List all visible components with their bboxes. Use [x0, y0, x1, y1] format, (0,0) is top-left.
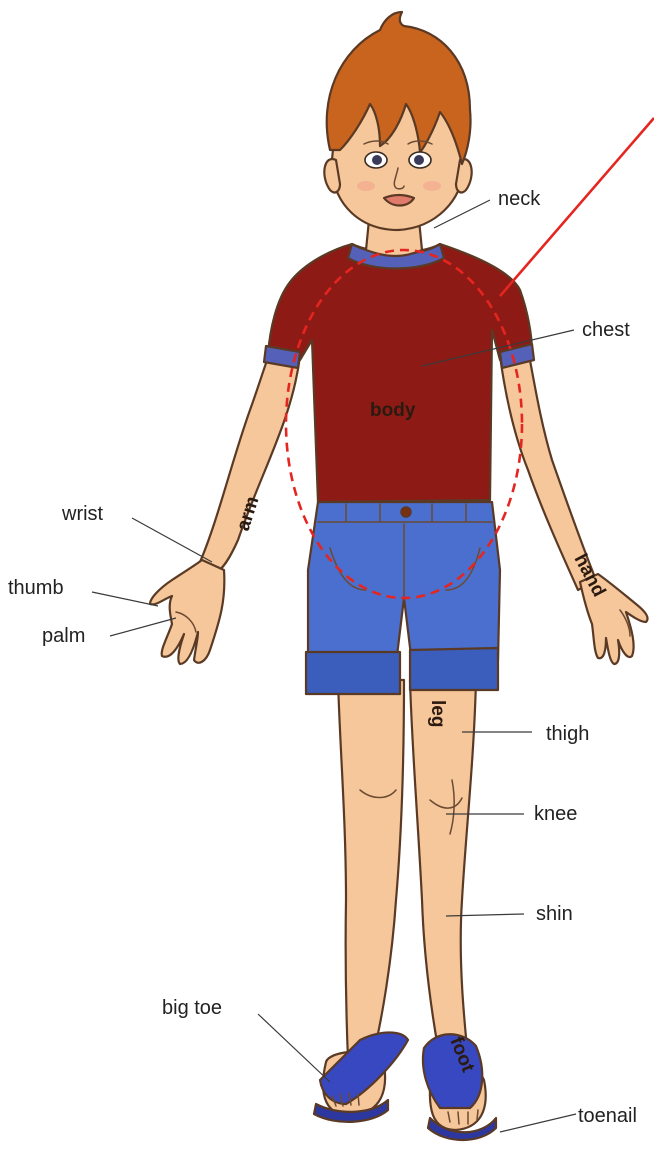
shirt: [264, 244, 534, 502]
label-thumb: thumb: [8, 577, 64, 599]
label-knee: knee: [534, 803, 577, 825]
label-big-toe: big toe: [162, 997, 222, 1019]
label-shin: shin: [536, 903, 573, 925]
label-chest: chest: [582, 319, 630, 341]
label-body: body: [370, 400, 416, 421]
label-thigh: thigh: [546, 723, 589, 745]
boy-figure: [150, 12, 648, 1140]
label-neck: neck: [498, 188, 541, 210]
label-toenail: toenail: [578, 1105, 637, 1127]
label-leg: leg: [427, 700, 448, 727]
legs: [338, 680, 476, 1080]
head: [324, 12, 471, 230]
label-wrist: wrist: [61, 503, 104, 525]
label-palm: palm: [42, 625, 85, 647]
